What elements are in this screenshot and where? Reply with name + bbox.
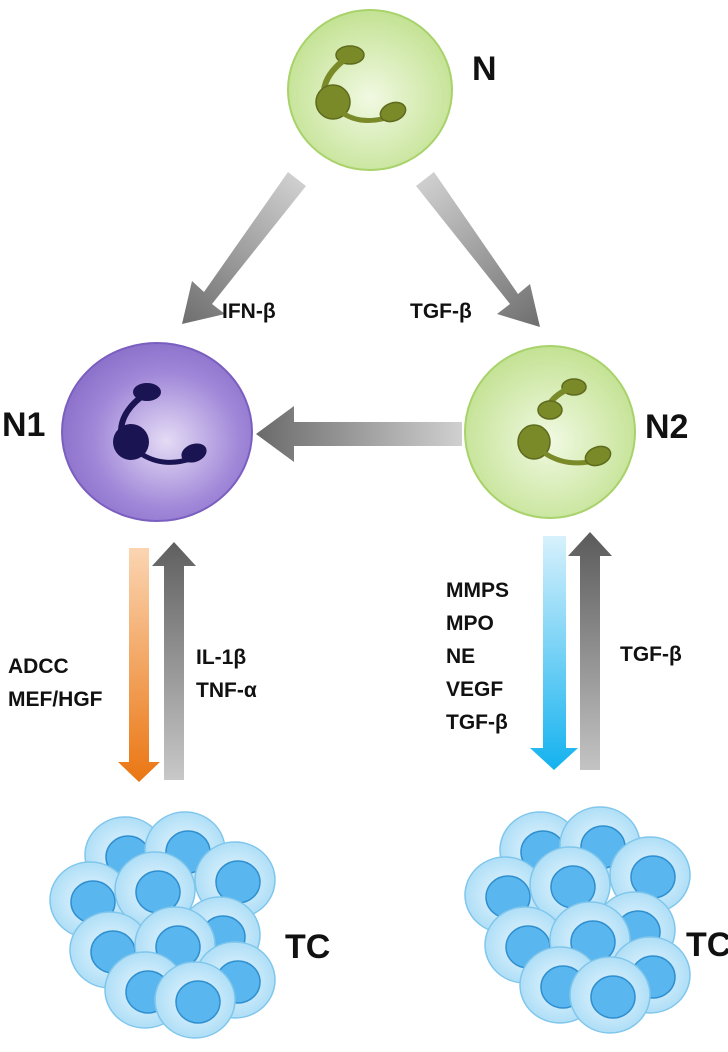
arrow-n1-to-tc <box>118 548 160 782</box>
nucleus-icon <box>315 45 407 123</box>
nucleus-icon <box>113 383 207 465</box>
arrow-tc-to-n2 <box>568 532 612 770</box>
label-n2: N2 <box>645 408 689 446</box>
factor-vegf: VEGF <box>446 678 504 701</box>
label-n: N <box>472 50 497 88</box>
arrow-n-to-n2 <box>416 172 540 327</box>
factor-tgf-beta: TGF-β <box>446 711 508 734</box>
tumor-cell-cluster-left <box>49 811 276 1039</box>
factor-ne: NE <box>446 645 476 668</box>
neutrophil-n2-cell <box>464 345 636 519</box>
label-n1: N1 <box>2 406 46 444</box>
factor-adcc: ADCC <box>8 655 69 678</box>
nucleus-icon <box>517 378 612 467</box>
neutrophil-n-cell <box>287 9 453 171</box>
arrow-n2-to-n1 <box>256 406 462 462</box>
arrow-tc-to-n1 <box>152 542 196 780</box>
factor-mmps: MMPS <box>446 579 509 602</box>
label-tc-right: TC <box>686 926 728 964</box>
tumor-cell-cluster-right <box>464 806 691 1034</box>
factor-tnf-alpha: TNF-α <box>196 679 257 702</box>
label-ifn-beta: IFN-β <box>222 300 276 323</box>
label-n2-to-tc-factors: MMPS MPO NE VEGF TGF-β <box>446 574 509 739</box>
label-n1-to-tc-factors: ADCC MEF/HGF <box>8 650 103 716</box>
factor-mef-hgf: MEF/HGF <box>8 688 103 711</box>
tumor-cell <box>569 956 651 1034</box>
factor-mpo: MPO <box>446 612 494 635</box>
arrow-n2-to-tc <box>530 536 578 770</box>
factor-il-1beta: IL-1β <box>196 646 247 669</box>
label-tgf-beta-right: TGF-β <box>620 643 682 666</box>
label-tgf-beta-top: TGF-β <box>410 300 472 323</box>
arrow-n-to-n1 <box>182 172 306 324</box>
neutrophil-n1-cell <box>61 342 253 522</box>
tumor-cell <box>154 961 236 1039</box>
label-tc-left: TC <box>285 928 331 966</box>
label-tc-to-n1-factors: IL-1β TNF-α <box>196 641 257 707</box>
